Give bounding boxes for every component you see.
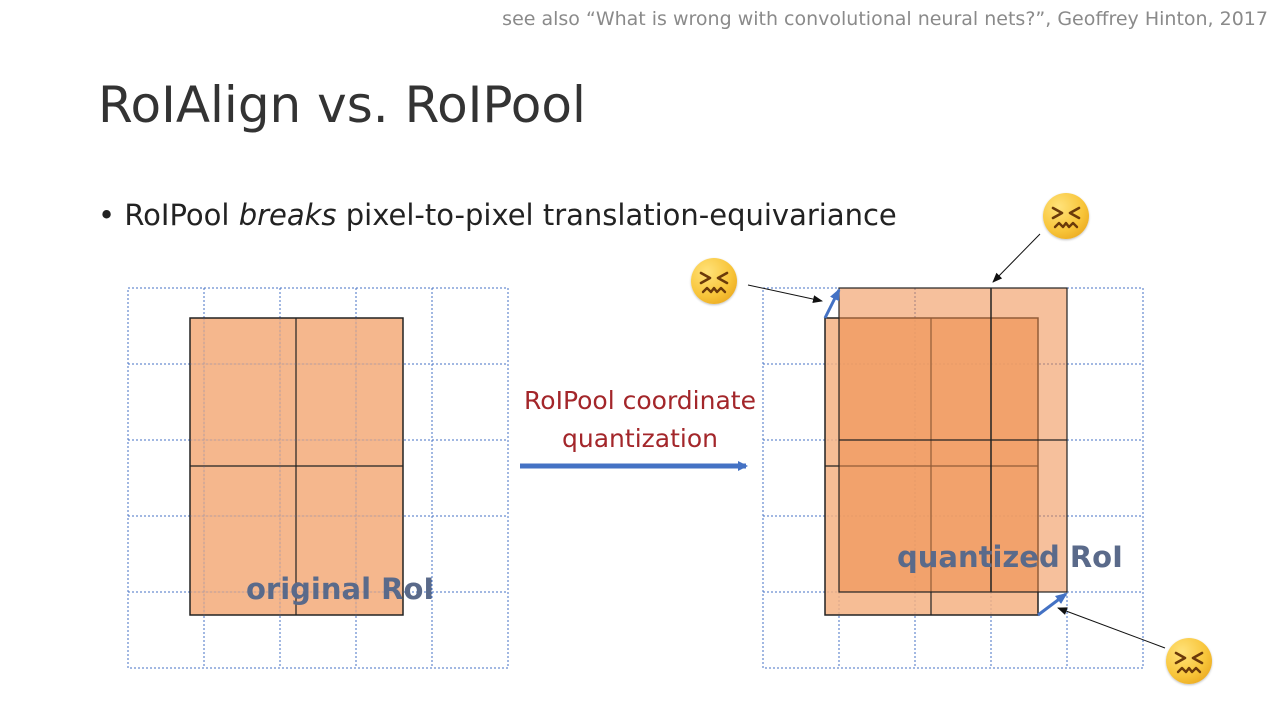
bullet-emphasis: breaks: [238, 198, 337, 232]
arrow-label: RoIPool coordinate quantization: [505, 382, 775, 458]
original-roi-label: original RoI: [246, 572, 435, 606]
bottom-shift-arrow: [1037, 592, 1068, 617]
original-roi-box: [189, 317, 404, 616]
confounded-face-icon: [691, 258, 737, 304]
top-shift-arrow: [823, 288, 841, 319]
confounded-face-icon: [1166, 638, 1212, 684]
arrow-label-line2: quantization: [562, 424, 718, 453]
bullet-text-part2: pixel-to-pixel translation-equivariance: [336, 198, 897, 232]
citation: see also “What is wrong with convolution…: [502, 8, 1268, 30]
bullet-point: • RoIPool breaks pixel-to-pixel translat…: [98, 198, 897, 232]
pointer-arrow-bottom: [1057, 607, 1166, 649]
bullet-text-part1: RoIPool: [124, 198, 239, 232]
pointer-arrow-left: [747, 284, 823, 304]
pointer-arrow-top: [992, 233, 1041, 283]
bullet-marker: •: [98, 198, 125, 232]
confounded-face-icon: [1043, 193, 1089, 239]
arrow-label-line1: RoIPool coordinate: [524, 386, 756, 415]
slide-title: RoIAlign vs. RoIPool: [98, 76, 586, 134]
quantized-roi-label: quantized RoI: [897, 540, 1123, 574]
quantized-roi-box: [838, 287, 1068, 593]
